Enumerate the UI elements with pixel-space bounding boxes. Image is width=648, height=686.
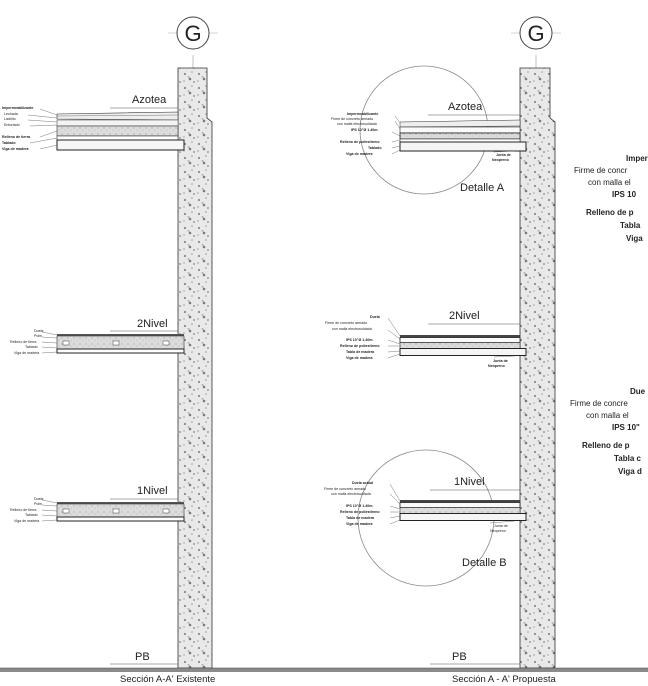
- proposed-floor1-slab: [399, 500, 527, 521]
- svg-text:Firme de concreto armado: Firme de concreto armado: [331, 117, 373, 121]
- svg-text:con malla electrosoldada: con malla electrosoldada: [337, 122, 377, 126]
- svg-text:Entortado: Entortado: [4, 123, 20, 127]
- svg-text:Junta de: Junta de: [493, 359, 508, 363]
- svg-text:Duela: Duela: [34, 329, 43, 333]
- detail-a-enlarged-callouts: Imperm Firme de concr con malla el IPS 1…: [574, 154, 648, 243]
- existing-floor1-slab: [56, 502, 185, 522]
- proposed-section-title: Sección A - A' Propuesta: [452, 674, 556, 685]
- existing-floor1-callouts: Duela Polin Relleno de tierra Tablado Vi…: [10, 497, 43, 523]
- svg-text:Impermeabilizante: Impermeabilizante: [347, 112, 378, 116]
- detail-b-enlarged-callouts: Due Firme de concre con malla el IPS 10"…: [570, 387, 646, 476]
- svg-text:Neopreno: Neopreno: [488, 364, 506, 368]
- detail-a-label: Detalle A: [460, 182, 505, 194]
- svg-text:Imperm: Imperm: [626, 154, 648, 163]
- svg-text:Relleno de tierra: Relleno de tierra: [10, 340, 36, 344]
- svg-text:Junta de: Junta de: [496, 153, 511, 157]
- proposed-floor2-slab: [399, 335, 527, 356]
- svg-text:Tablado: Tablado: [368, 146, 382, 150]
- wall-existing: [177, 67, 213, 669]
- svg-text:Tabla de madera: Tabla de madera: [346, 350, 375, 354]
- svg-text:Due: Due: [630, 387, 646, 396]
- svg-text:Viga de madera: Viga de madera: [346, 356, 374, 360]
- svg-text:IPS 10"Ø 1.40m.: IPS 10"Ø 1.40m.: [346, 338, 373, 342]
- grid-axis-right: G: [511, 16, 561, 668]
- svg-text:Firme de concr: Firme de concr: [574, 166, 628, 175]
- proposed-roof-leaders: [391, 115, 516, 155]
- svg-text:Duela: Duela: [370, 315, 381, 319]
- proposed-roof-level-label: Azotea: [448, 101, 483, 113]
- existing-roof-level-label: Azotea: [132, 94, 167, 106]
- svg-text:con malla electrosoldada: con malla electrosoldada: [332, 327, 372, 331]
- proposed-floor1-level-label: 1Nivel: [454, 476, 485, 488]
- existing-ground-level-label: PB: [135, 651, 150, 663]
- svg-text:Tabla c: Tabla c: [614, 454, 642, 463]
- detail-b-label: Detalle B: [462, 557, 507, 569]
- svg-text:Tablado: Tablado: [2, 141, 16, 145]
- svg-text:Relleno de poliestireno: Relleno de poliestireno: [340, 140, 380, 144]
- ground-line: [0, 667, 648, 672]
- svg-text:Viga d: Viga d: [618, 467, 642, 476]
- svg-text:Relleno de tierra: Relleno de tierra: [2, 135, 31, 139]
- existing-floor1-leaders: [41, 499, 58, 522]
- svg-text:Junta de: Junta de: [494, 524, 508, 528]
- svg-text:Viga de madera: Viga de madera: [14, 519, 39, 523]
- svg-text:IPS 10": IPS 10": [612, 423, 640, 432]
- grid-bubble-g-right: G: [527, 21, 544, 46]
- svg-text:Tablado: Tablado: [25, 513, 38, 517]
- svg-text:con malla el: con malla el: [588, 178, 631, 187]
- svg-text:Relleno de p: Relleno de p: [582, 441, 630, 450]
- grid-bubble-g-left: G: [184, 21, 201, 46]
- svg-text:IPS 10: IPS 10: [612, 190, 637, 199]
- svg-text:Tabla: Tabla: [620, 221, 641, 230]
- svg-text:Firme de concre: Firme de concre: [570, 399, 628, 408]
- svg-text:Neopreno: Neopreno: [490, 529, 506, 533]
- existing-roof-slab: [56, 111, 185, 151]
- svg-text:Relleno de tierra: Relleno de tierra: [10, 508, 36, 512]
- existing-roof-callouts: Impermeabilizante Lechada Ladrillo Entor…: [2, 106, 33, 151]
- svg-text:Relleno de p: Relleno de p: [586, 208, 634, 217]
- svg-text:Tablado: Tablado: [25, 345, 38, 349]
- svg-text:Tabla de madera: Tabla de madera: [346, 516, 375, 520]
- existing-floor2-level-label: 2Nivel: [137, 318, 168, 330]
- existing-floor1-level-label: 1Nivel: [137, 485, 168, 497]
- proposed-floor2-callouts: Duela Firme de concreto armado con malla…: [325, 315, 508, 368]
- svg-text:Relleno de poliestireno: Relleno de poliestireno: [340, 510, 380, 514]
- svg-text:Viga de madera: Viga de madera: [14, 351, 39, 355]
- svg-text:Relleno de poliestireno: Relleno de poliestireno: [340, 344, 380, 348]
- svg-text:IPS 10"Ø 1.40m.: IPS 10"Ø 1.40m.: [346, 504, 373, 508]
- svg-text:IPS 10"Ø 1.40m.: IPS 10"Ø 1.40m.: [351, 128, 378, 132]
- svg-text:Polin: Polin: [34, 502, 42, 506]
- svg-text:Firme de concreto armado: Firme de concreto armado: [325, 321, 367, 325]
- svg-text:Firme de concreto armado: Firme de concreto armado: [324, 487, 366, 491]
- svg-text:Duela: Duela: [34, 497, 43, 501]
- svg-text:con malla el: con malla el: [586, 411, 629, 420]
- proposed-roof-callouts: Impermeabilizante Firme de concreto arma…: [331, 112, 511, 162]
- svg-text:Viga: Viga: [626, 234, 643, 243]
- svg-text:con malla electrosoldada: con malla electrosoldada: [331, 492, 371, 496]
- svg-text:Viga de madera: Viga de madera: [346, 522, 374, 526]
- svg-text:Ladrillo: Ladrillo: [4, 117, 16, 121]
- svg-text:Lechada: Lechada: [4, 112, 18, 116]
- existing-roof-leaders: [27, 108, 58, 150]
- wall-proposed: [519, 67, 556, 669]
- svg-text:Viga de madera: Viga de madera: [346, 152, 374, 156]
- proposed-floor1-leaders: [389, 483, 516, 525]
- proposed-roof-slab: [399, 119, 527, 152]
- svg-text:Polin: Polin: [34, 334, 42, 338]
- svg-text:Viga de madera: Viga de madera: [2, 147, 30, 151]
- proposed-floor2-leaders: [387, 317, 516, 359]
- existing-floor2-slab: [56, 334, 185, 354]
- proposed-floor1-callouts: Duela actual Firme de concreto armado co…: [324, 481, 508, 533]
- existing-floor2-leaders: [41, 331, 58, 354]
- svg-text:Duela actual: Duela actual: [352, 481, 373, 485]
- svg-text:Impermeabilizante: Impermeabilizante: [2, 106, 33, 110]
- proposed-ground-level-label: PB: [452, 651, 467, 663]
- proposed-floor2-level-label: 2Nivel: [449, 310, 480, 322]
- existing-section-title: Sección A-A' Existente: [120, 674, 215, 685]
- existing-floor2-callouts: Duela Polin Relleno de tierra Tablado Vi…: [10, 329, 43, 355]
- svg-text:Neopreno: Neopreno: [492, 158, 510, 162]
